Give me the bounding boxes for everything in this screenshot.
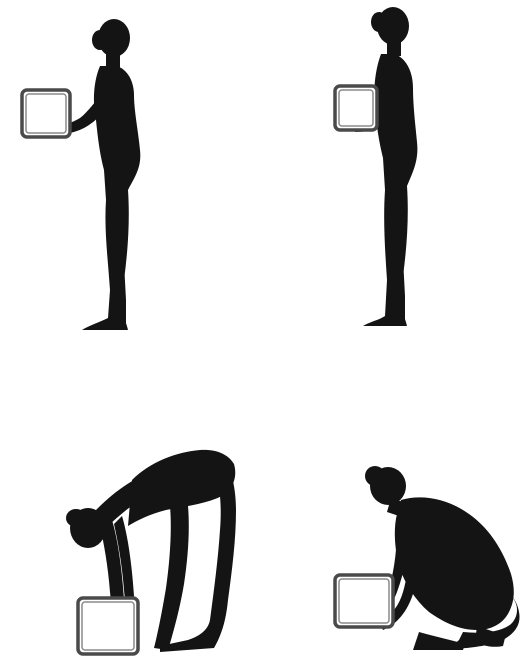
box-icon (335, 86, 377, 130)
person-standing-silhouette (44, 19, 140, 330)
bending-at-waist-to-lift-box (0, 330, 263, 660)
box-icon (22, 90, 70, 137)
box-icon (78, 598, 138, 654)
squatting-to-lift-box (263, 330, 526, 660)
box-icon (335, 575, 393, 627)
person-standing-silhouette (355, 7, 417, 326)
standing-box-far-from-body (0, 0, 263, 330)
standing-box-close-to-body (263, 0, 526, 330)
